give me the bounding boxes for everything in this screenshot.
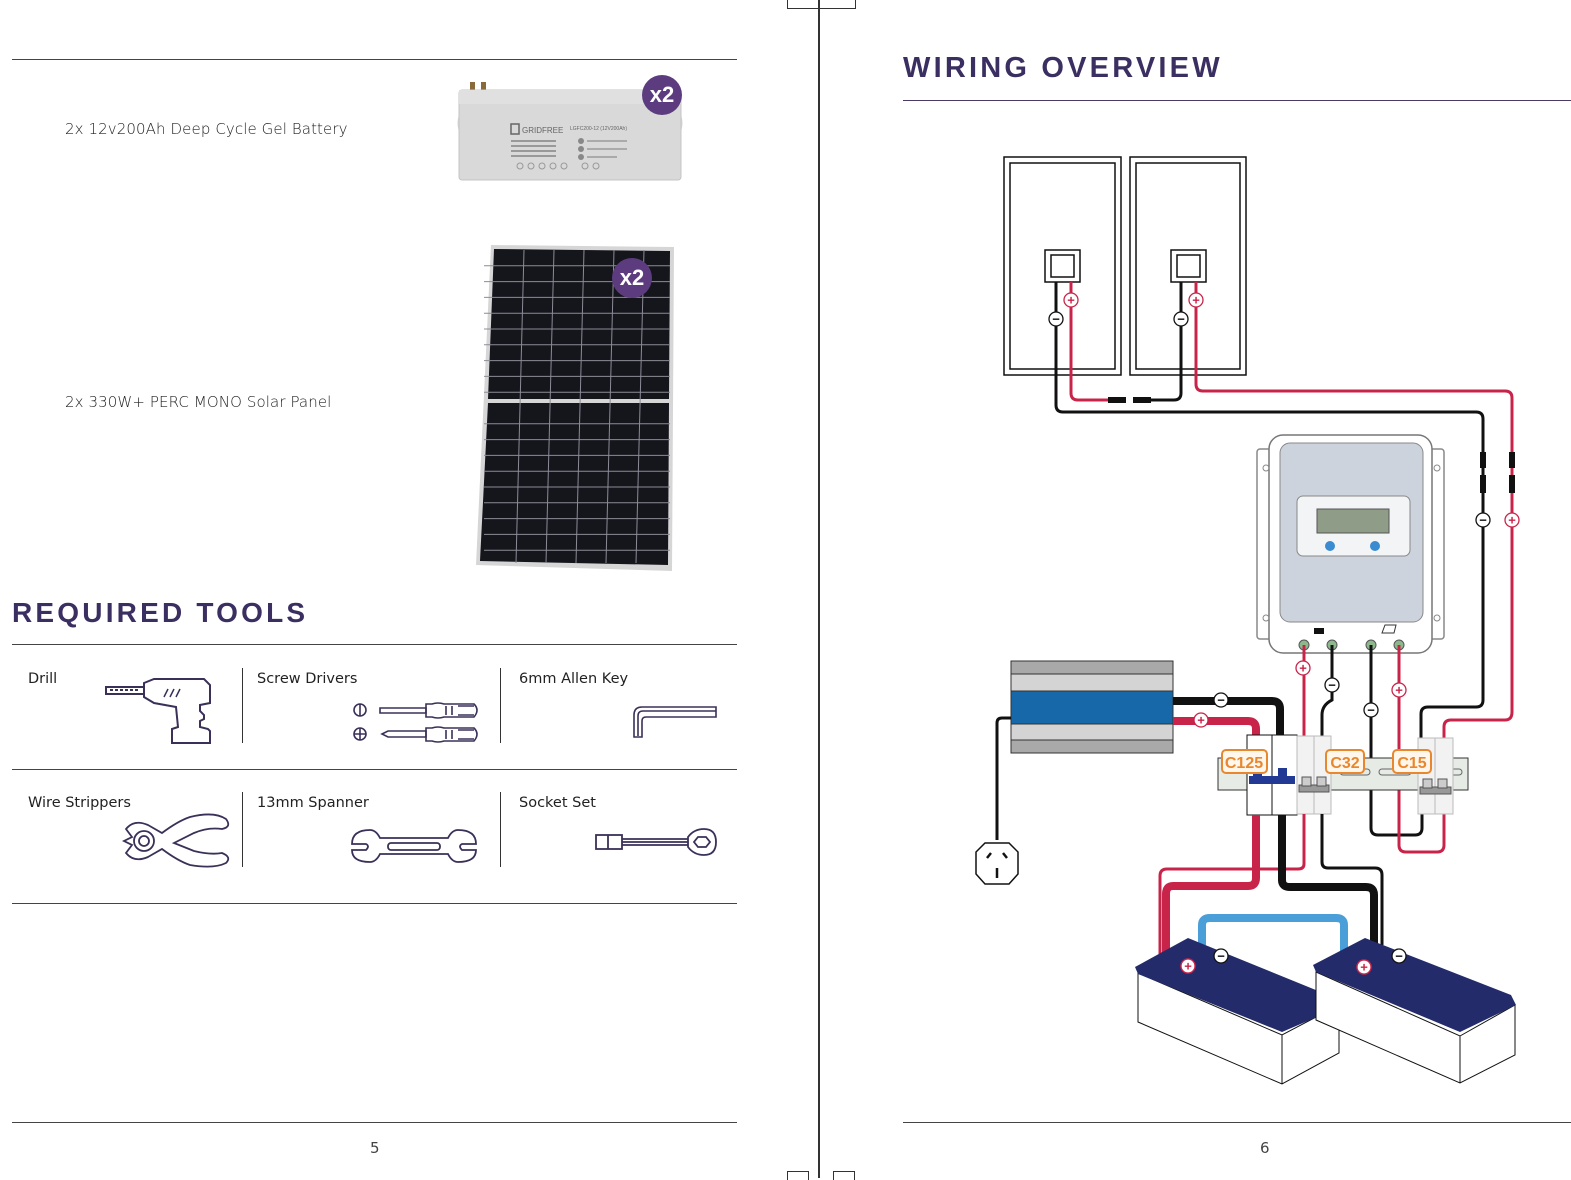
breaker-label-c15: C15 xyxy=(1392,749,1432,774)
negative-terminal-icon: − xyxy=(1173,311,1189,327)
breaker-label-text: C32 xyxy=(1330,755,1359,772)
tools-separator xyxy=(242,668,243,743)
product-label-battery: 2x 12v200Ah Deep Cycle Gel Battery xyxy=(65,120,348,138)
crop-mark-top xyxy=(787,0,856,9)
charge-controller xyxy=(1256,434,1445,654)
svg-text:−: − xyxy=(1217,693,1225,708)
solar-panel-image xyxy=(474,245,676,573)
top-divider xyxy=(12,59,737,60)
crop-mark-bottom-left xyxy=(787,1171,809,1180)
footer-divider xyxy=(903,1122,1571,1123)
solar-symbol-icon xyxy=(1381,624,1397,634)
spanner-icon xyxy=(348,826,480,871)
breaker-c15 xyxy=(1417,737,1454,815)
tools-separator xyxy=(242,792,243,867)
page-spine xyxy=(818,0,820,1178)
breaker-label-text: C15 xyxy=(1397,755,1426,772)
negative-terminal-icon: − xyxy=(1048,311,1064,327)
negative-terminal-icon: − xyxy=(1475,512,1491,528)
page-number: 6 xyxy=(1260,1139,1270,1157)
positive-terminal-icon: + xyxy=(1356,959,1372,975)
svg-text:+: + xyxy=(1192,293,1200,308)
tool-label-wire-strippers: Wire Strippers xyxy=(28,795,131,811)
solar-panel-diagram xyxy=(1129,156,1247,376)
tools-top-divider xyxy=(12,644,737,645)
svg-text:−: − xyxy=(1177,312,1185,327)
tool-label-spanner: 13mm Spanner xyxy=(257,795,369,811)
svg-text:+: + xyxy=(1508,513,1516,528)
screwdrivers-icon xyxy=(350,700,482,753)
inverter xyxy=(1010,660,1174,754)
positive-terminal-icon: + xyxy=(1180,958,1196,974)
solar-panel-diagram xyxy=(1003,156,1122,376)
footer-divider xyxy=(12,1122,737,1123)
allen-key-icon xyxy=(630,703,720,744)
quantity-badge-solar-panel: x2 xyxy=(612,258,652,298)
positive-terminal-icon: + xyxy=(1188,292,1204,308)
drill-icon xyxy=(104,675,216,750)
positive-terminal-icon: + xyxy=(1193,712,1209,728)
power-outlet-icon xyxy=(975,842,1019,885)
product-label-solar-panel: 2x 330W+ PERC MONO Solar Panel xyxy=(65,393,332,411)
breaker-c125 xyxy=(1246,734,1298,816)
breaker-label-c32: C32 xyxy=(1325,749,1365,774)
wiring-overview-heading: WIRING OVERVIEW xyxy=(903,52,1223,84)
wiring-diagram: .w-red{stroke:#c8244a;fill:none;} .w-blk… xyxy=(960,140,1540,1100)
tool-label-screw-drivers: Screw Drivers xyxy=(257,671,358,687)
breaker-c32 xyxy=(1296,735,1332,815)
tools-bottom-divider xyxy=(12,903,737,904)
socket-set-icon xyxy=(594,827,718,862)
heading-divider xyxy=(903,100,1571,101)
negative-terminal-icon: − xyxy=(1391,948,1407,964)
battery-brand-text: GRIDFREE xyxy=(522,126,563,135)
required-tools-heading: REQUIRED TOOLS xyxy=(12,597,309,628)
breaker-label-c125: C125 xyxy=(1221,749,1268,774)
negative-terminal-icon: − xyxy=(1213,692,1229,708)
svg-text:−: − xyxy=(1217,949,1225,964)
page-number: 5 xyxy=(370,1139,380,1157)
svg-text:+: + xyxy=(1184,959,1192,974)
svg-text:−: − xyxy=(1052,312,1060,327)
negative-terminal-icon: − xyxy=(1324,677,1340,693)
svg-text:LGFC200-12 (12V200Ah): LGFC200-12 (12V200Ah) xyxy=(570,126,627,132)
tools-separator xyxy=(500,668,501,743)
negative-terminal-icon: − xyxy=(1213,948,1229,964)
svg-text:−: − xyxy=(1367,703,1375,718)
breaker-label-text: C125 xyxy=(1225,755,1263,772)
tools-middle-divider xyxy=(12,769,737,770)
svg-text:+: + xyxy=(1299,661,1307,676)
tool-label-drill: Drill xyxy=(28,671,58,687)
svg-text:+: + xyxy=(1197,713,1205,728)
svg-text:+: + xyxy=(1395,683,1403,698)
tool-label-socket-set: Socket Set xyxy=(519,795,596,811)
svg-text:−: − xyxy=(1395,949,1403,964)
svg-text:−: − xyxy=(1479,513,1487,528)
battery-diagram xyxy=(1135,938,1340,1085)
battery-image: GRIDFREE LGFC200-12 (12V200Ah) xyxy=(455,78,685,184)
quantity-badge-battery: x2 xyxy=(642,75,682,115)
wire-strippers-icon xyxy=(118,813,234,874)
positive-terminal-icon: + xyxy=(1063,292,1079,308)
tool-label-allen-key: 6mm Allen Key xyxy=(519,671,629,687)
tools-separator xyxy=(500,792,501,867)
crop-mark-bottom-right xyxy=(833,1171,855,1180)
svg-text:+: + xyxy=(1067,293,1075,308)
negative-terminal-icon: − xyxy=(1363,702,1379,718)
svg-text:+: + xyxy=(1360,960,1368,975)
positive-terminal-icon: + xyxy=(1295,660,1311,676)
battery-diagram xyxy=(1313,938,1516,1084)
svg-text:−: − xyxy=(1328,678,1336,693)
positive-terminal-icon: + xyxy=(1504,512,1520,528)
positive-terminal-icon: + xyxy=(1391,682,1407,698)
